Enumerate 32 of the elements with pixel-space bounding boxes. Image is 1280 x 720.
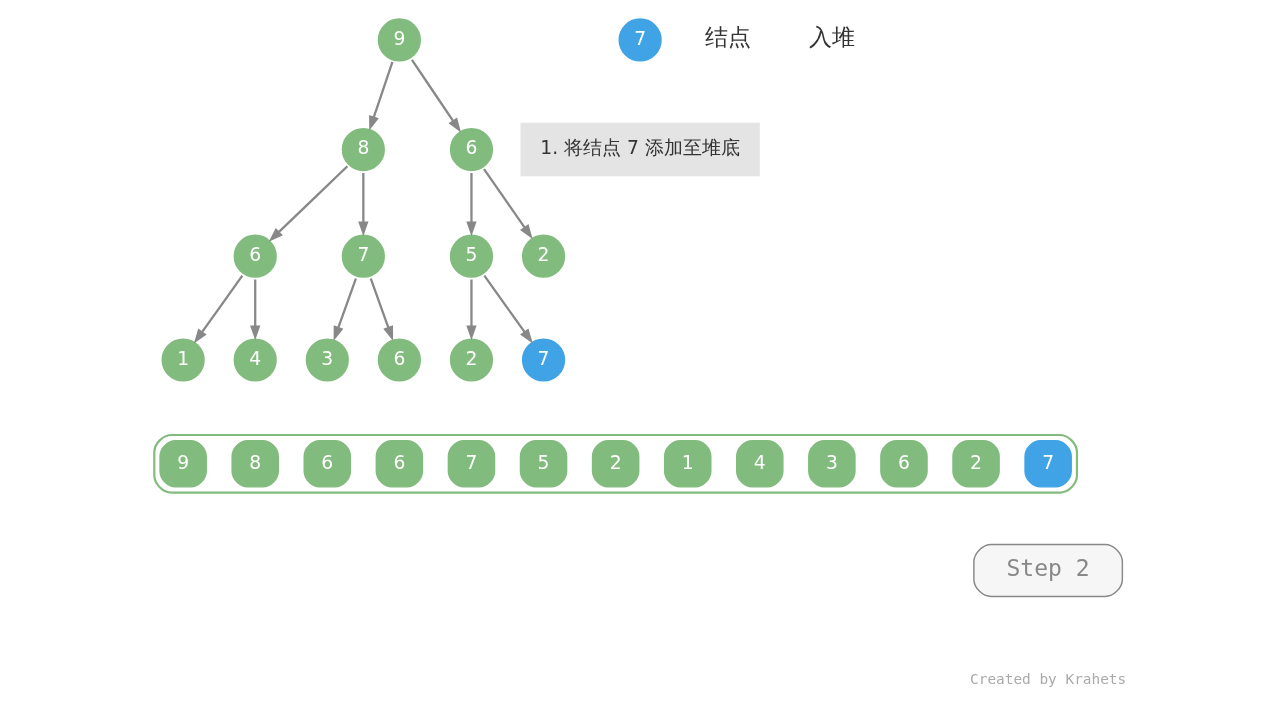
node-box: 1. 将结点 7 添加至堆底 — [520, 122, 760, 177]
node-circle: 2 — [518, 231, 568, 281]
node-circle: 7 — [338, 231, 388, 281]
node-circle: 6 — [446, 125, 496, 174]
node-box: Step 2 — [972, 543, 1123, 598]
arrow — [193, 275, 243, 344]
arrow — [357, 172, 368, 237]
arrow — [368, 61, 394, 131]
node-circle: 7 — [518, 335, 568, 385]
node-circle: 3 — [302, 335, 352, 385]
node-circle: 6 — [374, 335, 424, 385]
node-circle: 8 — [338, 125, 388, 174]
node-circle: 5 — [446, 231, 496, 281]
node-circle: 9 — [374, 15, 424, 65]
arrow — [369, 278, 393, 341]
node-circle: 4 — [230, 335, 280, 385]
label: 结点 — [704, 24, 751, 51]
arrow — [482, 275, 533, 344]
arrow — [410, 59, 461, 133]
label: Created by Krahets — [969, 670, 1126, 687]
node-circle: 1 — [158, 335, 208, 385]
node-circle: 6 — [230, 231, 280, 281]
cluster — [152, 433, 1078, 494]
arrow — [333, 278, 357, 341]
arrow — [465, 172, 477, 237]
arrow — [482, 168, 533, 240]
node-circle: 2 — [446, 335, 496, 385]
arrow — [465, 279, 477, 341]
arrow — [268, 165, 348, 242]
label: 入堆 — [808, 24, 855, 51]
arrow — [249, 279, 260, 341]
node-circle: 7 — [615, 15, 665, 65]
